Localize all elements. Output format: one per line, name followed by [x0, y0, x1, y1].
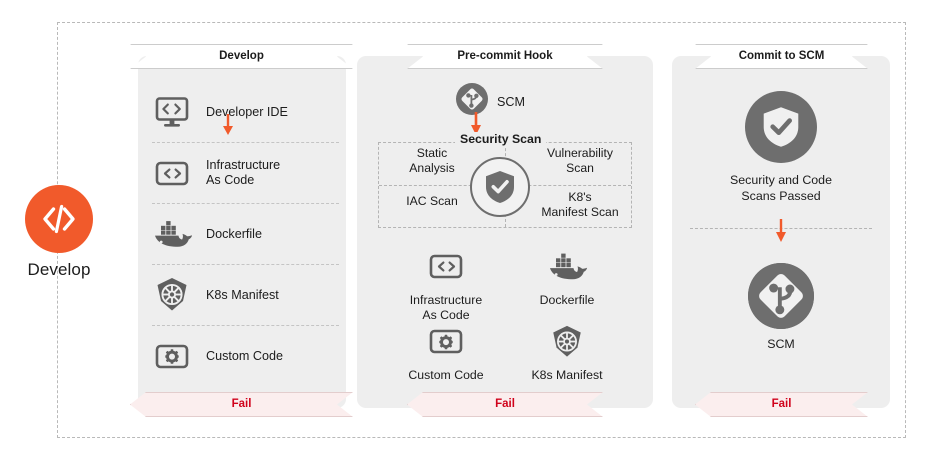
- commit-flow-arrow-icon: [775, 219, 787, 248]
- panel-header-develop: Develop: [130, 44, 353, 69]
- code-window-icon: [386, 245, 506, 289]
- develop-divider: [152, 203, 339, 204]
- panel-header-commit: Commit to SCM: [695, 44, 868, 69]
- shield-check-icon: [745, 91, 817, 163]
- commit-scm-label: SCM: [767, 337, 795, 351]
- gear-window-icon: [152, 336, 192, 376]
- panel-header-precommit: Pre-commit Hook: [407, 44, 603, 69]
- git-scm-icon: [455, 82, 489, 121]
- commit-scm-node[interactable]: SCM: [701, 263, 861, 351]
- precommit-flow-arrow-icon: [470, 112, 482, 141]
- docker-whale-icon: [507, 245, 627, 289]
- panel-header-label: Develop: [219, 50, 264, 62]
- fail-label: Fail: [771, 398, 792, 410]
- develop-item-label: K8s Manifest: [206, 287, 279, 302]
- git-scm-icon: [748, 263, 814, 329]
- artifact-label: K8s Manifest: [531, 368, 603, 382]
- panel-footer-precommit-fail: Fail: [407, 392, 603, 417]
- panel-header-label: Commit to SCM: [738, 50, 825, 62]
- develop-item-custom-code[interactable]: Custom Code: [152, 326, 332, 386]
- ribbon-shape: [407, 392, 603, 417]
- ribbon-shape: [695, 392, 868, 417]
- fail-label: Fail: [231, 398, 252, 410]
- ribbon-shape: [695, 44, 868, 69]
- develop-item-label: Developer IDE: [206, 104, 288, 119]
- precommit-artifact-dockerfile[interactable]: Dockerfile: [507, 245, 627, 308]
- precommit-artifact-k8s-manifest[interactable]: K8s Manifest: [507, 320, 627, 383]
- ribbon-shape: [130, 392, 353, 417]
- code-window-icon: [152, 153, 192, 193]
- panel-footer-develop-fail: Fail: [130, 392, 353, 417]
- kubernetes-helm-icon: [152, 275, 192, 315]
- stage-logo-caption: Develop: [27, 260, 91, 279]
- monitor-code-icon: [152, 92, 192, 132]
- develop-item-label: Custom Code: [206, 348, 283, 363]
- security-quadrant-iac-scan[interactable]: IAC Scan: [406, 194, 458, 208]
- develop-item-label: Dockerfile: [206, 226, 262, 241]
- security-scan-title: Security Scan: [455, 132, 547, 146]
- develop-item-k8s-manifest[interactable]: K8s Manifest: [152, 265, 332, 325]
- panel-header-label: Pre-commit Hook: [457, 50, 553, 62]
- develop-divider: [152, 325, 339, 326]
- artifact-label: Custom Code: [408, 368, 484, 382]
- stage-logo-develop: Develop: [17, 185, 101, 280]
- panel-precommit: [357, 56, 653, 408]
- gear-window-icon: [386, 320, 506, 364]
- code-brackets-icon: [25, 185, 93, 253]
- ribbon-shape: [407, 44, 603, 69]
- precommit-artifact-custom-code[interactable]: Custom Code: [386, 320, 506, 383]
- develop-item-dockerfile[interactable]: Dockerfile: [152, 204, 332, 264]
- develop-divider: [152, 142, 339, 143]
- shield-check-icon: [470, 157, 530, 217]
- fail-label: Fail: [495, 398, 515, 410]
- docker-whale-icon: [152, 214, 192, 254]
- scm-label: SCM: [497, 94, 525, 109]
- kubernetes-helm-icon: [507, 320, 627, 364]
- develop-flow-arrow-icon: [222, 114, 234, 141]
- develop-divider: [152, 264, 339, 265]
- develop-item-developer-ide[interactable]: Developer IDE: [152, 82, 332, 142]
- panel-footer-commit-fail: Fail: [695, 392, 868, 417]
- precommit-scm-node[interactable]: SCM: [455, 82, 525, 121]
- artifact-label: Dockerfile: [539, 293, 595, 307]
